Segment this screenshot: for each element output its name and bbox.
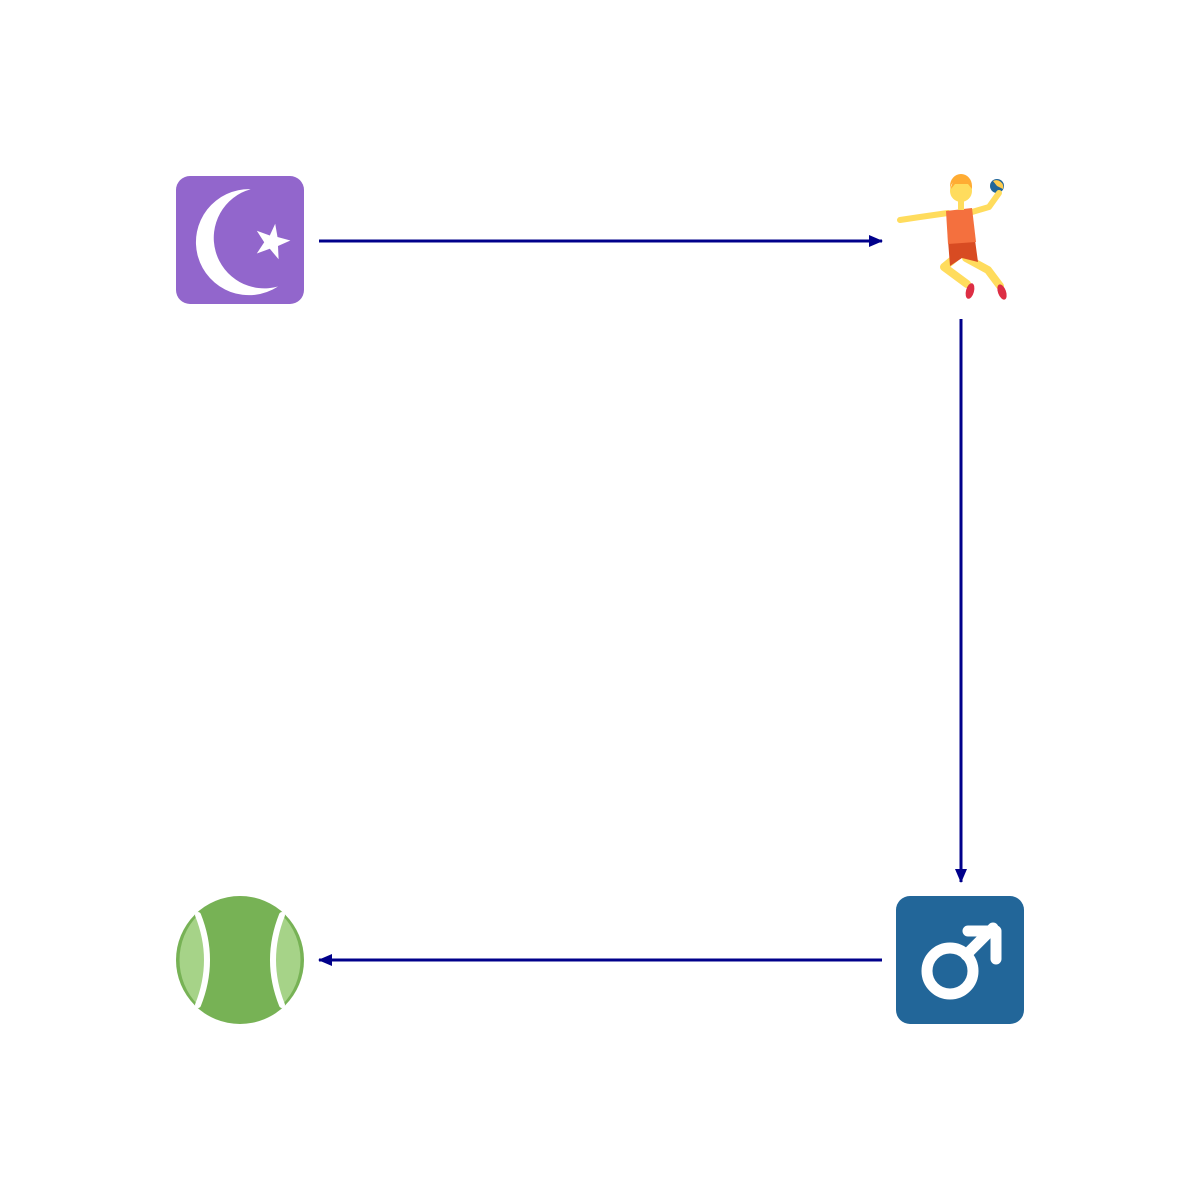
male-sign-icon[interactable]: [896, 896, 1024, 1024]
person-playing-handball-icon[interactable]: [897, 174, 1008, 301]
edges: [318, 235, 967, 966]
tennis-ball-icon[interactable]: [176, 896, 304, 1024]
star-and-crescent-icon[interactable]: [176, 176, 304, 304]
